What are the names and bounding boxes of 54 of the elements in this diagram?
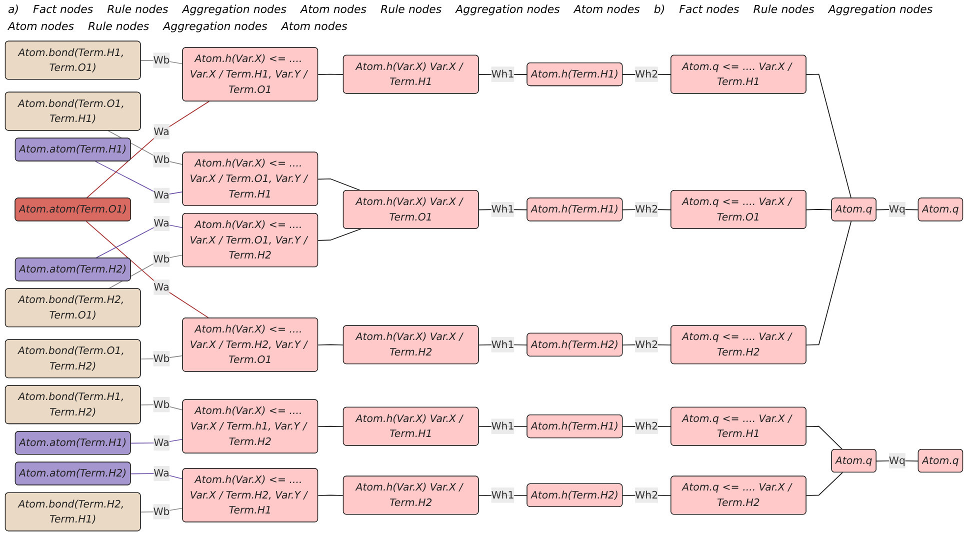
edge-label: Wb — [153, 505, 170, 518]
connector — [318, 178, 362, 192]
edge-label: Wh1 — [491, 488, 514, 501]
edge-label: Wb — [153, 352, 170, 364]
edge-label: Wq — [888, 454, 906, 466]
edge-label: Wa — [154, 189, 170, 202]
edge-label: Wb — [153, 252, 170, 265]
column-heading: Aggregation nodes — [828, 3, 933, 16]
column-heading: Aggregation nodes — [163, 20, 268, 33]
column-heading: Fact nodes — [679, 3, 740, 16]
column-heading: Fact nodes — [33, 3, 94, 16]
connector — [806, 220, 852, 346]
connector — [318, 228, 362, 241]
edge-label: Wa — [154, 125, 170, 138]
edge-label: Wh2 — [635, 338, 658, 350]
column-heading: Rule nodes — [753, 3, 814, 16]
connector — [806, 209, 832, 210]
column-heading: Atom nodes — [300, 3, 367, 16]
edge-label: Wb — [153, 398, 170, 410]
connector — [318, 494, 344, 496]
column-heading: Rule nodes — [380, 3, 442, 16]
edge-label: Wh1 — [491, 338, 514, 350]
edge-label: Wb — [153, 153, 170, 166]
connector — [318, 74, 344, 75]
connector — [86, 220, 210, 319]
connector — [86, 100, 210, 199]
column-heading: Atom nodes — [574, 3, 640, 16]
edge-label: Wb — [153, 54, 170, 66]
column-heading: a) — [8, 3, 20, 16]
column-heading: b) — [654, 3, 666, 16]
edge-label: Wh1 — [491, 68, 514, 80]
column-heading: Rule nodes — [107, 3, 168, 16]
edge-label: Wh2 — [635, 488, 658, 501]
column-heading: Aggregation nodes — [182, 3, 287, 16]
column-heading: Atom nodes — [8, 20, 74, 33]
connector — [806, 74, 852, 199]
edge-label: Wa — [154, 436, 170, 449]
connector — [318, 344, 344, 346]
connector — [318, 426, 344, 428]
edge-label: Wh2 — [635, 203, 658, 216]
edge-label: Wh1 — [491, 420, 514, 432]
edge-label: Wa — [154, 217, 170, 230]
edge-label: Wh2 — [635, 68, 658, 80]
edge-label: Wh1 — [491, 203, 514, 216]
edge-label: Wq — [888, 203, 906, 216]
connector — [806, 472, 843, 496]
edge-label: Wa — [154, 280, 170, 294]
column-heading: Atom nodes — [281, 20, 348, 33]
edge-label: Wh2 — [635, 420, 658, 432]
column-heading: Aggregation nodes — [456, 3, 560, 16]
connector — [94, 160, 184, 196]
edge-label: Wa — [154, 467, 170, 480]
connector — [806, 426, 843, 450]
column-heading: Rule nodes — [88, 20, 150, 33]
